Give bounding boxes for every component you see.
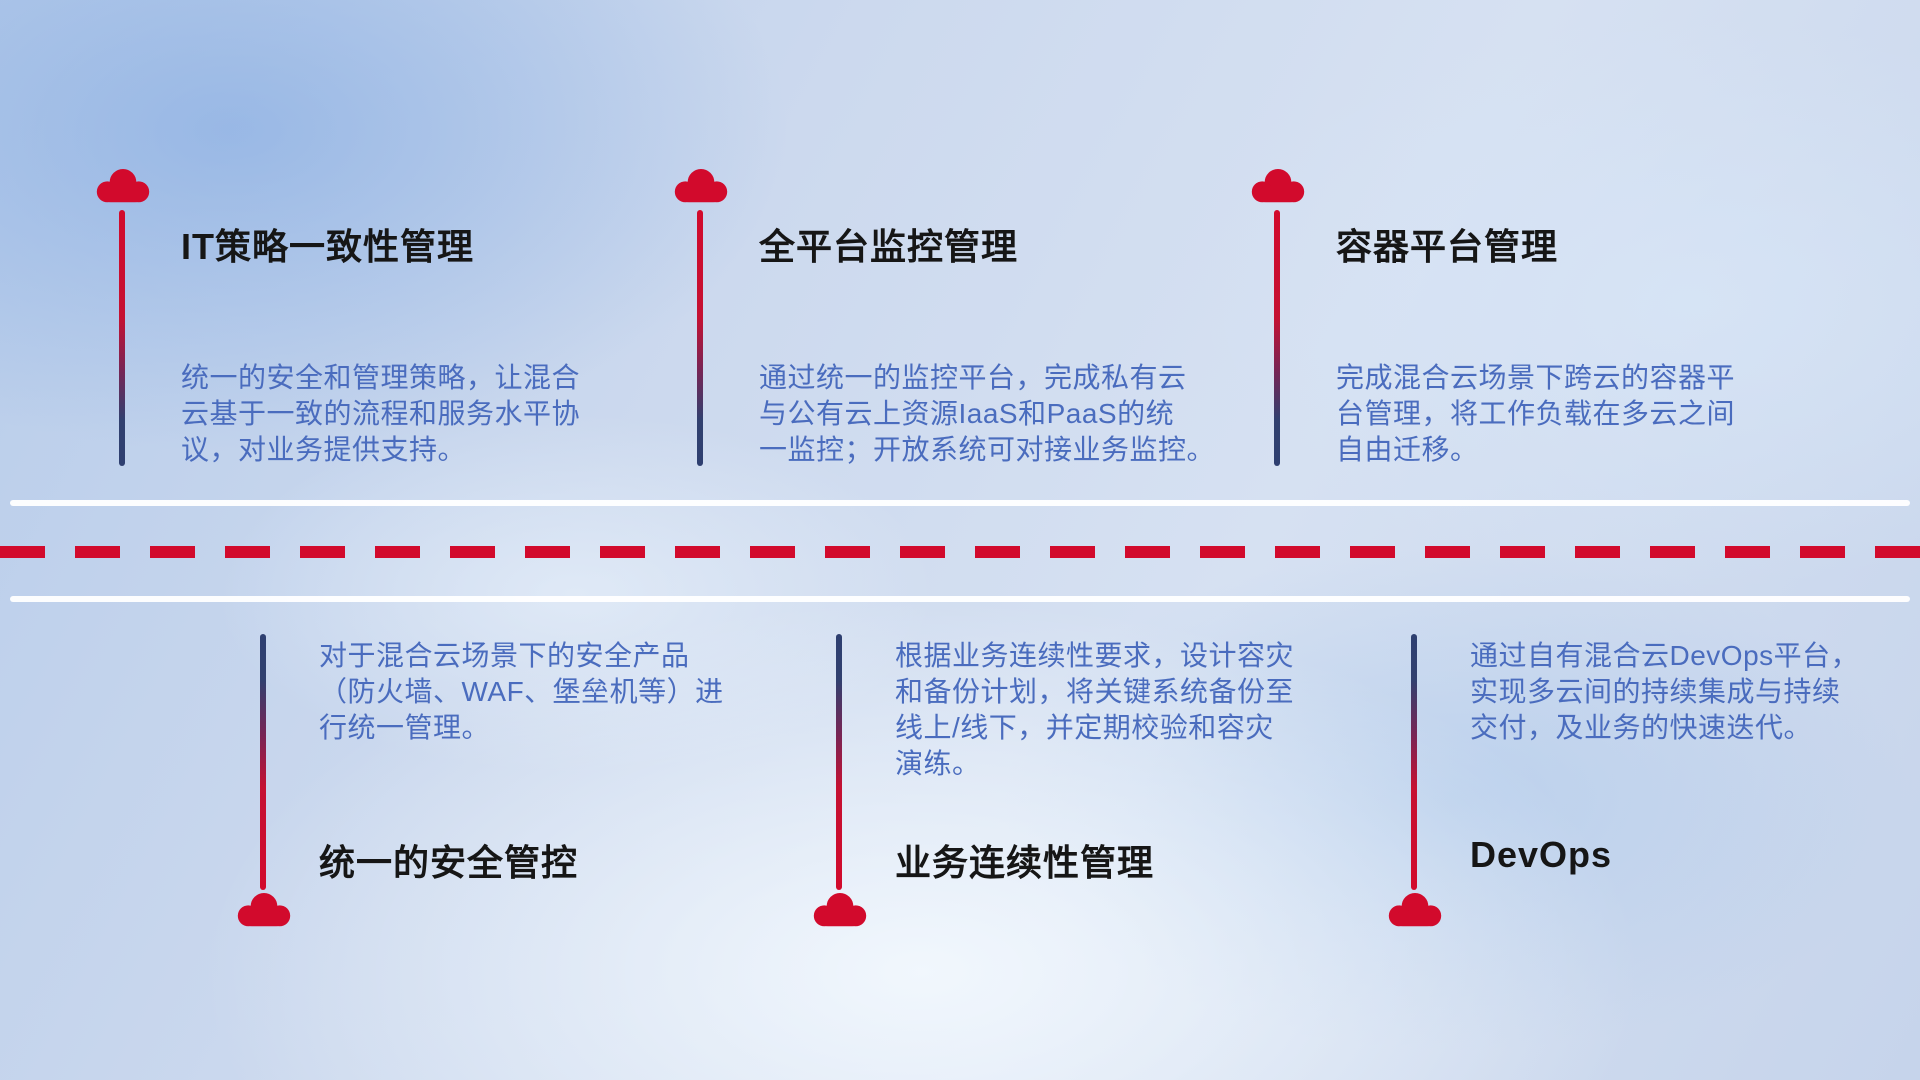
connector-line (836, 634, 842, 890)
connector-line (1411, 634, 1417, 890)
item-title: 容器平台管理 (1336, 226, 1559, 267)
connector-line (119, 210, 125, 466)
cloud-icon (94, 168, 152, 208)
node-security-control: 对于混合云场景下的安全产品 （防火墙、WAF、堡垒机等）进 行统一管理。 统一的… (235, 634, 795, 964)
node-platform-monitoring: 全平台监控管理 通过统一的监控平台，完成私有云 与公有云上资源IaaS和PaaS… (672, 168, 1232, 498)
node-it-policy: IT策略一致性管理 统一的安全和管理策略，让混合 云基于一致的流程和服务水平协 … (94, 168, 654, 498)
cloud-icon (1386, 892, 1444, 932)
item-description: 完成混合云场景下跨云的容器平 台管理，将工作负载在多云之间 自由迁移。 (1336, 362, 1736, 465)
node-container-platform: 容器平台管理 完成混合云场景下跨云的容器平 台管理，将工作负载在多云之间 自由迁… (1249, 168, 1809, 498)
road-line-top (10, 500, 1910, 506)
cloud-icon (811, 892, 869, 932)
cloud-icon (672, 168, 730, 208)
item-description: 通过统一的监控平台，完成私有云 与公有云上资源IaaS和PaaS的统 一监控；开… (759, 362, 1216, 465)
item-title: 业务连续性管理 (895, 842, 1155, 883)
item-title: DevOps (1470, 834, 1613, 875)
item-description: 根据业务连续性要求，设计容灾 和备份计划，将关键系统备份至 线上/线下，并定期校… (895, 640, 1295, 779)
road-dashed-line (0, 546, 1920, 558)
cloud-icon (235, 892, 293, 932)
cloud-icon (1249, 168, 1307, 208)
node-business-continuity: 根据业务连续性要求，设计容灾 和备份计划，将关键系统备份至 线上/线下，并定期校… (811, 634, 1371, 964)
item-description: 通过自有混合云DevOps平台， 实现多云间的持续集成与持续 交付，及业务的快速… (1470, 640, 1860, 743)
connector-line (697, 210, 703, 466)
connector-line (260, 634, 266, 890)
road-line-bottom (10, 596, 1910, 602)
node-devops: 通过自有混合云DevOps平台， 实现多云间的持续集成与持续 交付，及业务的快速… (1386, 634, 1916, 964)
item-title: IT策略一致性管理 (181, 226, 474, 267)
item-description: 统一的安全和管理策略，让混合 云基于一致的流程和服务水平协 议，对业务提供支持。 (181, 362, 581, 465)
connector-line (1274, 210, 1280, 466)
item-description: 对于混合云场景下的安全产品 （防火墙、WAF、堡垒机等）进 行统一管理。 (319, 640, 724, 743)
item-title: 全平台监控管理 (759, 226, 1019, 267)
item-title: 统一的安全管控 (319, 842, 579, 883)
